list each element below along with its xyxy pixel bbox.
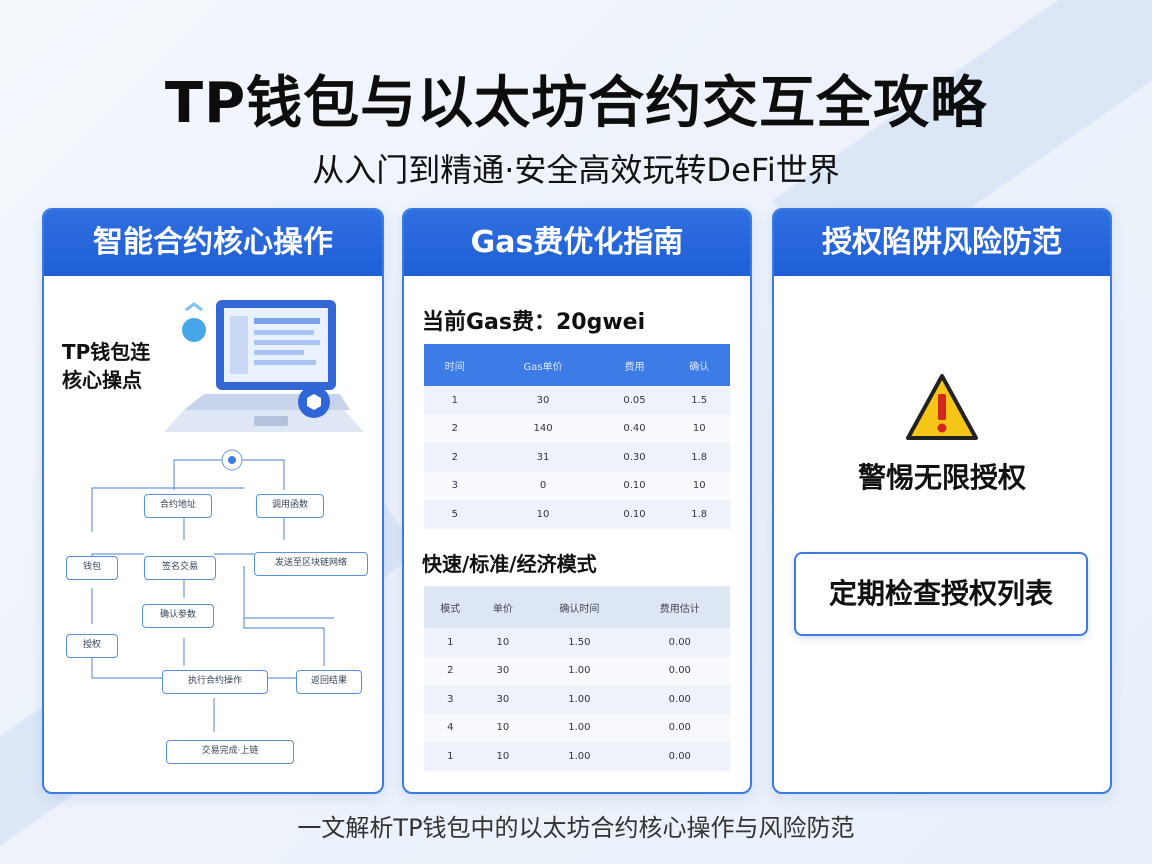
table-cell: 0.10 <box>600 471 669 500</box>
flow-node: 返回结果 <box>296 670 362 694</box>
table-cell: 0.00 <box>629 685 730 714</box>
table-cell: 140 <box>485 414 601 443</box>
table-header-cell: 费用估计 <box>629 586 730 628</box>
flow-node: 签名交易 <box>144 556 216 580</box>
flow-node: 钱包 <box>66 556 118 580</box>
table-header-cell: 确认 <box>668 344 730 386</box>
card-auth-risk: 授权陷阱风险防范 警惕无限授权 定期检查授权列表 <box>772 208 1112 794</box>
footer-caption: 一文解析TP钱包中的以太坊合约核心操作与风险防范 <box>297 814 855 842</box>
gas-current-label: 当前Gas费：20gwei <box>422 310 646 335</box>
table-cell: 10 <box>476 742 530 771</box>
flow-node: 授权 <box>66 634 118 658</box>
table-cell: 1.00 <box>529 656 630 685</box>
table-cell: 1 <box>424 628 477 657</box>
table-cell: 0.00 <box>629 628 730 657</box>
table-cell: 0.00 <box>629 656 730 685</box>
table-cell: 1.50 <box>529 628 630 657</box>
table-header-cell: 确认时间 <box>529 586 630 628</box>
table-cell: 1.5 <box>668 386 730 415</box>
table-cell: 0.00 <box>629 742 730 771</box>
table-cell: 2 <box>424 656 477 685</box>
warning-icon <box>906 374 978 440</box>
page-title: TP钱包与以太坊合约交互全攻略 <box>164 71 988 136</box>
card-header: Gas费优化指南 <box>404 210 750 276</box>
table-cell: 10 <box>668 414 730 443</box>
card-header: 智能合约核心操作 <box>44 210 382 276</box>
table-cell: 30 <box>476 685 530 714</box>
flow-node: 交易完成·上链 <box>166 740 294 764</box>
table-cell: 30 <box>476 656 530 685</box>
table-header-cell: Gas单价 <box>485 344 601 386</box>
flow-node: 执行合约操作 <box>162 670 268 694</box>
card-contract-ops: 智能合约核心操作 TP钱包连 核心操点 <box>42 208 384 794</box>
table-cell: 1 <box>424 742 477 771</box>
table-cell: 3 <box>424 685 477 714</box>
table-cell: 1 <box>424 386 486 415</box>
table-cell: 31 <box>485 443 601 472</box>
table-cell: 0 <box>485 471 601 500</box>
table-cell: 0.00 <box>629 713 730 742</box>
page-subtitle: 从入门到精通·安全高效玩转DeFi世界 <box>312 151 840 189</box>
table-cell: 10 <box>485 500 601 529</box>
table-cell: 1.00 <box>529 685 630 714</box>
table-cell: 5 <box>424 500 486 529</box>
side-label: TP钱包连 核心操点 <box>62 340 151 392</box>
flow-node: 合约地址 <box>144 494 212 518</box>
table-cell: 1.00 <box>529 713 630 742</box>
table-cell: 1.8 <box>668 500 730 529</box>
flowchart-diagram <box>91 449 334 732</box>
table-cell: 1.00 <box>529 742 630 771</box>
table-cell: 0.05 <box>600 386 669 415</box>
table-cell: 0.30 <box>600 443 669 472</box>
table-header-cell: 模式 <box>424 586 477 628</box>
table-cell: 3 <box>424 471 486 500</box>
table-header-cell: 时间 <box>424 344 486 386</box>
table-header-cell: 单价 <box>476 586 530 628</box>
card-header: 授权陷阱风险防范 <box>774 210 1110 276</box>
table-cell: 10 <box>476 628 530 657</box>
wallet-icon <box>182 318 206 342</box>
table-cell: 10 <box>476 713 530 742</box>
flow-node: 调用函数 <box>256 494 324 518</box>
laptop-illustration <box>164 300 364 432</box>
flow-node: 确认参数 <box>142 604 214 628</box>
table-cell: 30 <box>485 386 601 415</box>
check-authorizations-button[interactable]: 定期检查授权列表 <box>794 552 1088 636</box>
flow-node: 发送至区块链网络 <box>254 552 368 576</box>
table-header-cell: 费用 <box>600 344 669 386</box>
warning-text: 警惕无限授权 <box>857 461 1026 494</box>
mode-label: 快速/标准/经济模式 <box>422 552 597 576</box>
table-cell: 0.10 <box>600 500 669 529</box>
table-cell: 4 <box>424 713 477 742</box>
table-cell: 10 <box>668 471 730 500</box>
table-cell: 0.40 <box>600 414 669 443</box>
table-cell: 2 <box>424 443 486 472</box>
table-cell: 2 <box>424 414 486 443</box>
table-cell: 1.8 <box>668 443 730 472</box>
